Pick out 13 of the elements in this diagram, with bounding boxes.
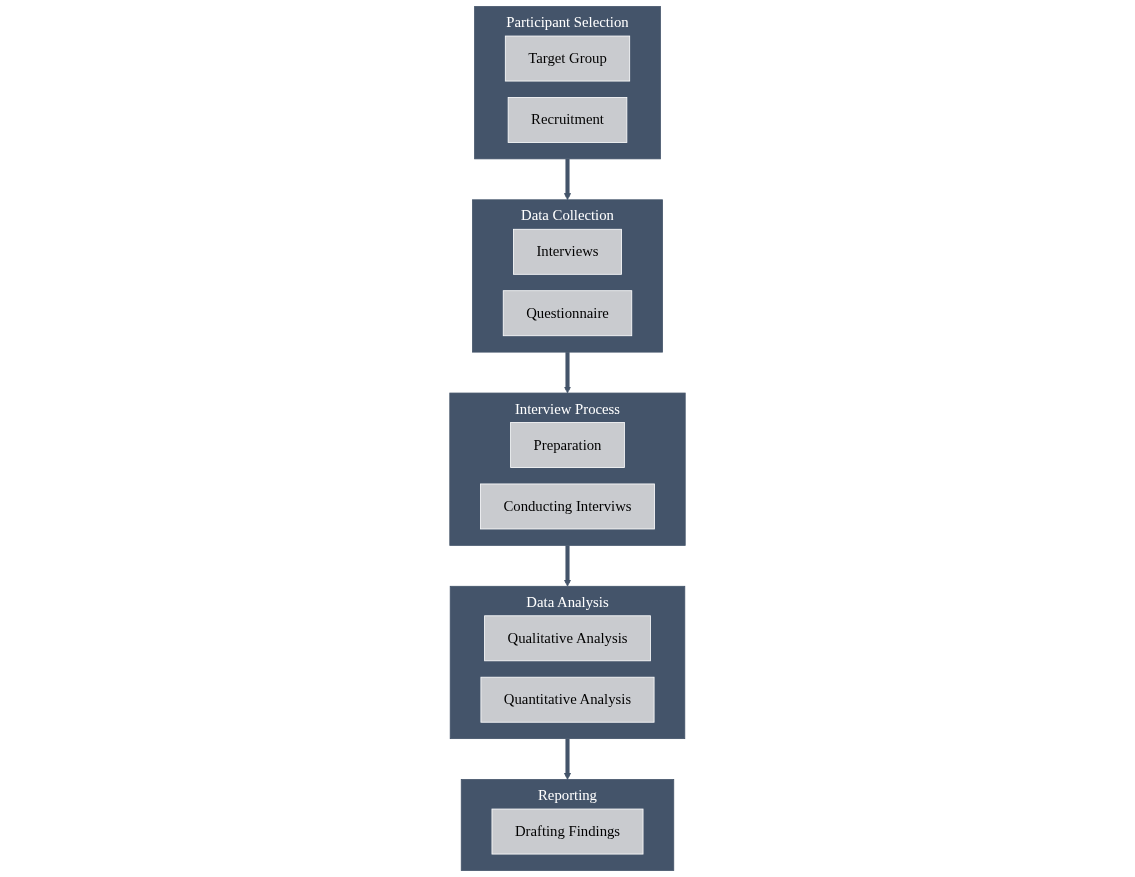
node-box: Recruitment (507, 97, 628, 143)
node-box: Target Group (504, 35, 631, 82)
node-box: Preparation (510, 422, 625, 468)
arrow (563, 545, 572, 587)
node-box: Qualitative Analysis (484, 615, 651, 662)
node-box: Drafting Findings (491, 808, 644, 855)
node-box: Conducting Interviws (480, 483, 655, 530)
arrow (563, 158, 572, 201)
arrow (563, 352, 572, 394)
arrow (563, 738, 572, 780)
node-box: Interviews (513, 228, 622, 275)
node-box: Quantitative Analysis (480, 676, 655, 723)
node-box: Questionnaire (502, 290, 633, 337)
